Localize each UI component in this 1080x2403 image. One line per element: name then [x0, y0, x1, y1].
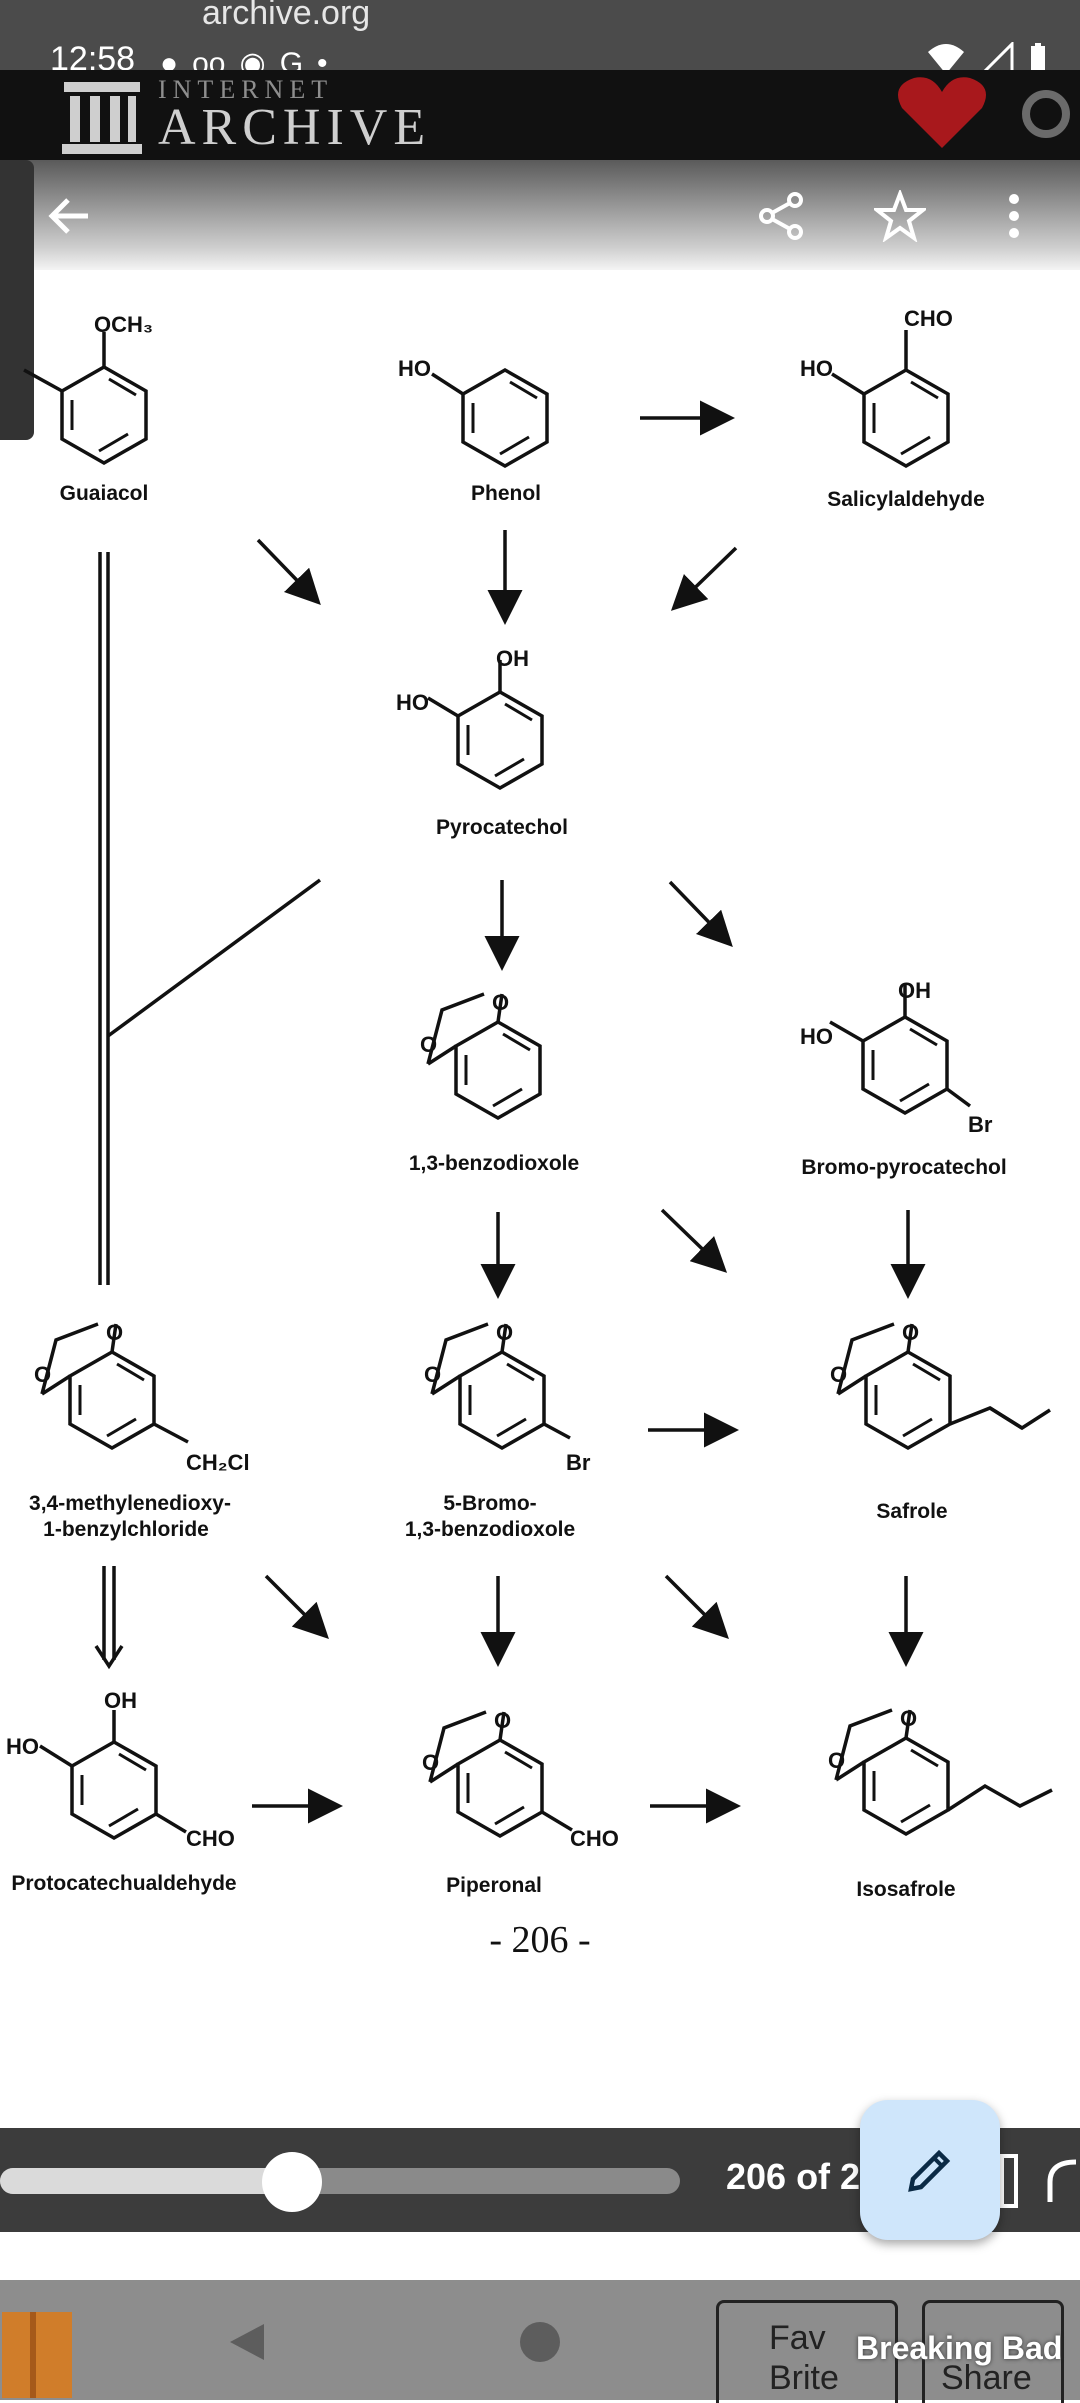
- page-slider[interactable]: [0, 2152, 680, 2212]
- atom-o: O: [900, 1706, 917, 1731]
- heart-icon[interactable]: [894, 74, 990, 150]
- side-drawer-tab[interactable]: [0, 160, 34, 440]
- atom-o: O: [420, 1032, 437, 1057]
- brand-line: INTERNET: [158, 79, 334, 98]
- bromopyrocatechol-oh: OH: [898, 978, 931, 1003]
- compound-name: 1-benzylchloride: [43, 1518, 209, 1541]
- atom-o: O: [492, 990, 509, 1015]
- atom-o: O: [34, 1362, 51, 1387]
- atom-o: O: [494, 1708, 511, 1733]
- atom-o: O: [830, 1362, 847, 1387]
- battery-icon: [1031, 43, 1045, 74]
- pyrocatechol-oh: OH: [496, 646, 529, 671]
- atom-o: O: [422, 1750, 439, 1775]
- edit-pencil-icon: [908, 2149, 951, 2192]
- protocatechualdehyde-ho: HO: [6, 1734, 39, 1759]
- slider-thumb[interactable]: [262, 2152, 323, 2212]
- book-page[interactable]: OCH₃ HO CHO HO OH HO OH HO Br CH₂Cl Br O…: [0, 270, 1080, 2130]
- system-nav-bar: [0, 2280, 1080, 2400]
- compound-name: 5-Bromo-: [443, 1492, 536, 1515]
- salicylaldehyde-ho: HO: [800, 356, 833, 381]
- compound-name: Pyrocatechol: [436, 816, 568, 839]
- compound-name: 1,3-benzodioxole: [409, 1152, 579, 1175]
- benzylchloride-ch2cl: CH₂Cl: [186, 1450, 250, 1475]
- annotate-button[interactable]: [860, 2100, 1000, 2240]
- archive-logo[interactable]: INTERNET ARCHIVE: [60, 78, 431, 158]
- archive-building-icon: [62, 82, 142, 154]
- headphones-icon[interactable]: [1046, 2158, 1080, 2208]
- dot-icon: •: [317, 46, 328, 80]
- atom-o: O: [424, 1362, 441, 1387]
- compound-name: 3,4-methylenedioxy-: [29, 1492, 231, 1515]
- atom-o: O: [496, 1320, 513, 1345]
- ad-fav-label: Fav: [769, 2319, 826, 2357]
- ad-title: Breaking Bad: [856, 2330, 1063, 2366]
- ad-fav-button[interactable]: Fav Brite: [716, 2300, 898, 2403]
- page-url: archive.org: [202, 0, 371, 32]
- archive-header: INTERNET ARCHIVE: [0, 70, 1080, 160]
- guaiacol-och3: OCH₃: [94, 312, 153, 337]
- nav-home-icon[interactable]: [518, 2320, 562, 2364]
- reaction-scheme: OCH₃ HO CHO HO OH HO OH HO Br CH₂Cl Br O…: [6, 306, 1053, 1901]
- more-vert-icon: [1009, 194, 1019, 238]
- page-counter: 206 of 2: [726, 2156, 861, 2197]
- compound-name: Guaiacol: [60, 482, 149, 505]
- ad-share-button[interactable]: Share: [922, 2300, 1064, 2403]
- page-number: - 206 -: [489, 1919, 591, 1961]
- more-button[interactable]: [984, 186, 1044, 246]
- ad-share-label: Share: [941, 2359, 1032, 2397]
- atom-o: O: [828, 1748, 845, 1773]
- compound-name: Isosafrole: [856, 1878, 955, 1901]
- search-icon[interactable]: [1018, 88, 1080, 148]
- atom-o: O: [902, 1320, 919, 1345]
- phenol-ho: HO: [398, 356, 431, 381]
- star-icon: [874, 190, 926, 242]
- back-arrow-icon: [48, 198, 88, 234]
- reader-toolbar: [0, 160, 1080, 270]
- share-icon: [759, 192, 803, 240]
- wifi-icon: [928, 44, 964, 74]
- protocatechualdehyde-cho: CHO: [186, 1826, 235, 1851]
- share-button[interactable]: [752, 186, 812, 246]
- piperonal-cho: CHO: [570, 1826, 619, 1851]
- fullscreen-icon[interactable]: [1000, 2154, 1020, 2208]
- nav-back-icon[interactable]: [224, 2320, 268, 2364]
- book-icon[interactable]: [0, 2310, 80, 2400]
- brand-name: ARCHIVE: [158, 98, 432, 156]
- atom-o: O: [106, 1320, 123, 1345]
- bromopyrocatechol-br: Br: [968, 1112, 993, 1137]
- compound-name: Phenol: [471, 482, 541, 505]
- compound-name: Piperonal: [446, 1874, 542, 1897]
- compound-name: Safrole: [876, 1500, 947, 1523]
- salicylaldehyde-cho: CHO: [904, 306, 953, 331]
- bromopyrocatechol-ho: HO: [800, 1024, 833, 1049]
- slider-progress: [0, 2168, 293, 2194]
- ad-fav-sub: Brite: [769, 2359, 839, 2397]
- compound-name: Salicylaldehyde: [827, 488, 985, 511]
- back-button[interactable]: [40, 186, 100, 246]
- compound-name: Protocatechualdehyde: [11, 1872, 236, 1895]
- bromobenzodioxole-br: Br: [566, 1450, 591, 1475]
- pyrocatechol-ho: HO: [396, 690, 429, 715]
- compound-name: 1,3-benzodioxole: [405, 1518, 575, 1541]
- compound-name: Bromo-pyrocatechol: [801, 1156, 1006, 1179]
- protocatechualdehyde-oh: OH: [104, 1688, 137, 1713]
- favorite-button[interactable]: [870, 186, 930, 246]
